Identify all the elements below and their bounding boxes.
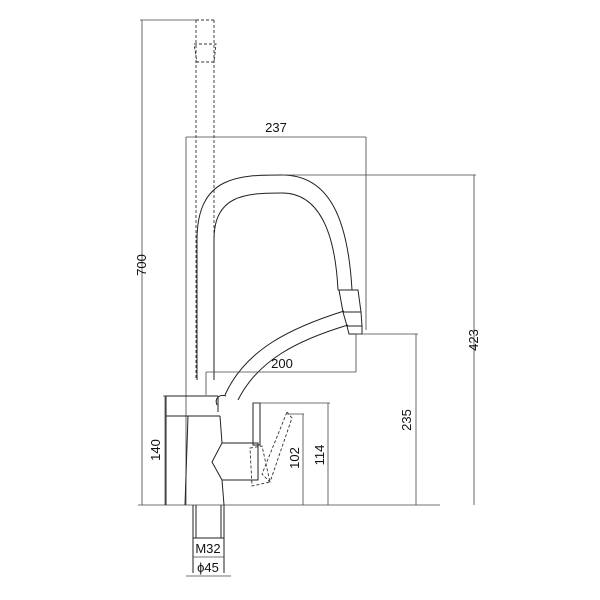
label-423: 423 bbox=[466, 329, 481, 351]
label-700: 700 bbox=[134, 254, 149, 276]
label-200: 200 bbox=[271, 356, 293, 371]
dim-lower-reach: 200 bbox=[205, 334, 357, 395]
faucet-body bbox=[165, 395, 259, 506]
label-235: 235 bbox=[399, 409, 414, 431]
label-140: 140 bbox=[148, 439, 163, 461]
dim-body-height: 140 bbox=[148, 395, 166, 505]
dim-spout-reach: 237 bbox=[185, 120, 367, 505]
spout bbox=[196, 174, 363, 401]
label-237: 237 bbox=[265, 120, 287, 135]
shank: M32 ϕ45 bbox=[186, 505, 231, 577]
dim-outlet-height: 235 bbox=[356, 333, 418, 505]
lever bbox=[249, 402, 293, 487]
label-m32: M32 bbox=[195, 541, 220, 556]
label-d45: ϕ45 bbox=[197, 560, 219, 575]
dim-spout-height: 423 bbox=[282, 174, 481, 505]
label-102: 102 bbox=[287, 447, 302, 469]
label-114: 114 bbox=[312, 445, 327, 466]
dim-lever-height: 114 102 bbox=[253, 402, 330, 505]
dim-total-height: 700 bbox=[134, 19, 196, 505]
